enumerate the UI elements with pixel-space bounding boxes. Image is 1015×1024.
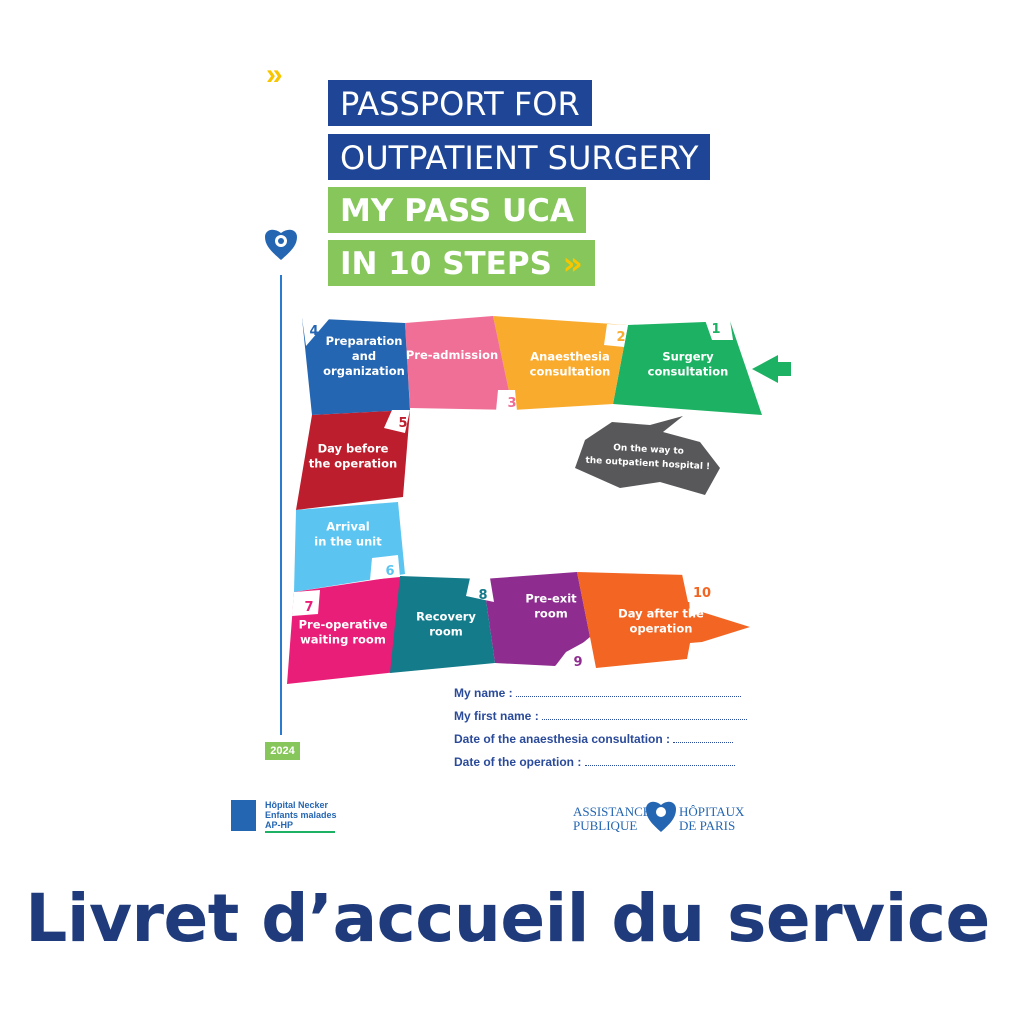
subtitle-line-2-text: IN 10 STEPS <box>340 246 552 282</box>
subtitle-line-1: MY PASS UCA <box>328 187 586 233</box>
step-2-tile <box>493 316 628 410</box>
necker-line-2: Enfants malades <box>265 810 337 820</box>
step-7-number-tab <box>292 590 320 616</box>
form-name-label: My name : <box>454 686 513 700</box>
timeline-line <box>280 275 282 735</box>
aphp-word-1: ASSISTANCE <box>573 804 651 819</box>
necker-heart-icon <box>231 800 256 831</box>
form-name: My name : <box>454 686 742 700</box>
step-3-tile <box>405 316 513 410</box>
form-anaesthesia-date-field[interactable] <box>673 734 734 743</box>
step-3-label: Pre-admission <box>406 348 498 362</box>
step-6-label: in the unit <box>314 535 382 549</box>
chevron-icon: » <box>266 58 283 91</box>
step-2-label: consultation <box>530 365 611 379</box>
step-5-label: the operation <box>309 457 397 471</box>
step-9-label: Pre-exit <box>525 592 577 606</box>
step-5-number: 5 <box>398 416 407 431</box>
form-operation-date: Date of the operation : <box>454 755 735 769</box>
subtitle-line-2: IN 10 STEPS » <box>328 240 595 286</box>
aphp-heart-icon <box>265 229 297 260</box>
aphp-heart-icon <box>646 801 676 832</box>
step-2-number: 2 <box>616 330 625 345</box>
step-8-number: 8 <box>478 588 487 603</box>
step-4-number: 4 <box>309 324 318 339</box>
step-5-tile <box>296 410 410 510</box>
title-line-2: OUTPATIENT SURGERY <box>328 134 711 180</box>
step-1-number-tab <box>705 320 733 340</box>
step-4-tile <box>302 318 410 415</box>
step-8-label: Recovery <box>416 610 476 624</box>
form-name-field[interactable] <box>516 688 742 697</box>
form-operation-date-label: Date of the operation : <box>454 755 582 769</box>
step-10-number-tab <box>682 574 713 602</box>
step-2-number-tab <box>604 324 628 347</box>
step-1-label: consultation <box>648 365 729 379</box>
step-9-tile <box>483 572 590 666</box>
step-6-number-tab <box>370 555 400 580</box>
step-1-tile <box>613 321 762 415</box>
aphp-word-3: HÔPITAUX <box>679 804 745 819</box>
step-10-label: operation <box>630 622 693 636</box>
step-4-label: organization <box>323 364 405 378</box>
speech-bubble <box>575 416 720 495</box>
form-first-name-label: My first name : <box>454 709 539 723</box>
steps-board: Surgeryconsultation1Anaesthesiaconsultat… <box>287 316 791 684</box>
step-9-number-tab <box>553 640 592 669</box>
step-4-label: Preparation <box>326 334 403 348</box>
step-9-number: 9 <box>573 655 582 670</box>
aphp-word-4: DE PARIS <box>679 818 736 833</box>
title-line-1: PASSPORT FOR <box>328 80 592 126</box>
form-operation-date-field[interactable] <box>584 757 735 766</box>
step-3-number: 3 <box>507 396 516 411</box>
step-6-number: 6 <box>385 564 394 579</box>
step-8-label: room <box>429 625 462 639</box>
chevron-icon: » <box>562 246 583 282</box>
step-10-label: Day after the <box>618 607 704 621</box>
year-badge: 2024 <box>265 742 300 760</box>
step-9-label: room <box>534 607 567 621</box>
step-5-number-tab <box>384 410 410 433</box>
form-anaesthesia-date-label: Date of the anaesthesia consultation : <box>454 732 671 746</box>
step-2-label: Anaesthesia <box>530 350 610 364</box>
step-7-number: 7 <box>304 600 313 615</box>
start-arrow-icon <box>752 355 791 383</box>
step-1-number: 1 <box>711 322 720 337</box>
step-10-number: 10 <box>693 586 711 601</box>
step-3-number-tab <box>496 390 517 411</box>
form-first-name: My first name : <box>454 709 748 723</box>
step-5-label: Day before <box>318 442 389 456</box>
step-8-tile <box>390 576 495 673</box>
step-4-number-tab <box>302 318 330 346</box>
necker-line-1: Hôpital Necker <box>265 800 329 810</box>
form-first-name-field[interactable] <box>542 711 748 720</box>
step-7-label: Pre-operative <box>299 618 388 632</box>
footer-title: Livret d’accueil du service <box>25 880 990 957</box>
speech-bubble-text: On the way to <box>613 443 684 457</box>
step-7-label: waiting room <box>300 633 386 647</box>
step-10-tile <box>577 572 750 668</box>
necker-line-3: AP-HP <box>265 820 294 830</box>
step-1-label: Surgery <box>662 350 714 364</box>
step-4-label: and <box>352 349 376 363</box>
form-anaesthesia-date: Date of the anaesthesia consultation : <box>454 732 734 746</box>
aphp-word-2: PUBLIQUE <box>573 818 638 833</box>
step-8-number-tab <box>466 578 494 602</box>
step-6-label: Arrival <box>326 520 369 534</box>
